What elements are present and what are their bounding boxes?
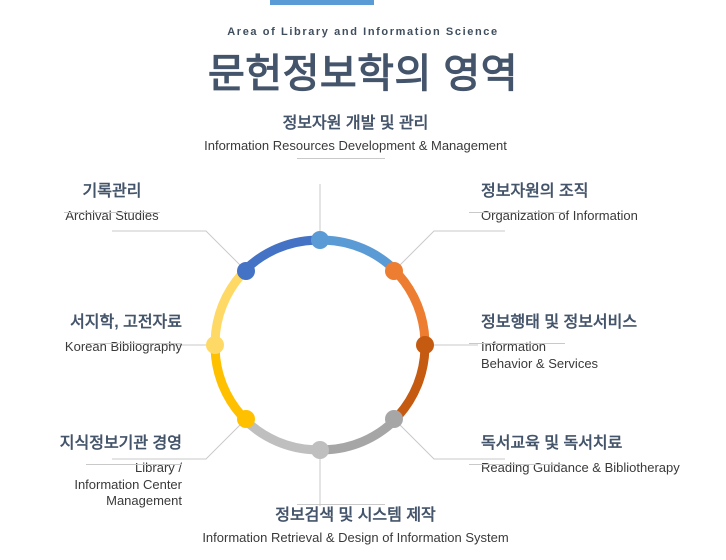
label-node-upper-left-ko: 기록관리	[82, 183, 142, 200]
connector-upper-left	[112, 230, 247, 272]
label-rule-upper-right	[469, 212, 565, 213]
connector-lower-left	[112, 418, 247, 460]
node-dot-lower-left	[237, 410, 255, 428]
arc-bottom-to-lower-left	[241, 416, 316, 455]
cycle-nodes	[206, 231, 434, 459]
arc-lower-left-to-left	[210, 349, 245, 419]
label-node-bottom-ko: 정보검색 및 시스템 제작	[275, 507, 436, 524]
label-node-top-ko: 정보자원 개발 및 관리	[282, 115, 429, 132]
label-node-bottom-en: Information Retrieval & Design of Inform…	[202, 530, 509, 545]
label-node-left[interactable]: 서지학, 고전자료 Korean Bibliography	[8, 313, 182, 356]
node-dot-lower-right	[385, 410, 403, 428]
label-node-bottom[interactable]: 정보검색 및 시스템 제작 Information Retrieval & De…	[183, 506, 528, 547]
label-node-lower-left-ko: 지식정보기관 경영	[59, 435, 182, 452]
label-rule-top	[297, 158, 385, 159]
label-node-upper-right-en: Organization of Information	[481, 208, 638, 223]
node-dot-upper-left	[237, 262, 255, 280]
page-subtitle: Area of Library and Information Science	[227, 26, 499, 38]
label-node-lower-right-ko: 독서교육 및 독서치료	[481, 435, 623, 452]
arc-upper-left-to-top	[241, 235, 316, 274]
label-rule-lower-left	[86, 464, 182, 465]
connector-upper-right	[393, 230, 505, 272]
label-node-upper-right[interactable]: 정보자원의 조직 Organization of Information	[481, 182, 705, 225]
label-node-upper-right-ko: 정보자원의 조직	[481, 183, 589, 200]
node-dot-upper-right	[385, 262, 403, 280]
arc-upper-right-to-right	[395, 271, 430, 341]
arc-top-to-upper-right	[324, 235, 399, 274]
node-dot-top	[311, 231, 329, 249]
arc-right-to-lower-right	[395, 349, 430, 419]
label-rule-left	[86, 343, 182, 344]
label-rule-right	[469, 343, 565, 344]
label-node-left-en: Korean Bibliography	[64, 339, 182, 354]
label-node-lower-right[interactable]: 독서교육 및 독서치료 Reading Guidance & Bibliothe…	[481, 434, 719, 477]
header-accent-bar	[270, 0, 374, 5]
label-node-left-ko: 서지학, 고전자료	[70, 314, 182, 331]
label-rule-upper-left	[64, 212, 160, 213]
arc-lower-right-to-bottom	[324, 416, 399, 455]
label-node-upper-left[interactable]: 기록관리 Archival Studies	[36, 182, 188, 225]
arc-left-to-upper-left	[210, 271, 245, 341]
label-rule-bottom	[297, 504, 385, 505]
label-node-top[interactable]: 정보자원 개발 및 관리 Information Resources Devel…	[183, 114, 528, 155]
node-dot-left	[206, 336, 224, 354]
label-node-upper-left-en: Archival Studies	[65, 208, 159, 223]
label-node-lower-right-en: Reading Guidance & Bibliotherapy	[481, 460, 680, 475]
label-node-right-ko: 정보행태 및 정보서비스	[481, 314, 638, 331]
label-node-top-en: Information Resources Development & Mana…	[204, 138, 507, 153]
label-rule-lower-right	[469, 464, 565, 465]
connector-lower-right	[393, 418, 505, 460]
node-dot-bottom	[311, 441, 329, 459]
page-title: 문헌정보학의 영역	[207, 52, 518, 96]
node-dot-right	[416, 336, 434, 354]
